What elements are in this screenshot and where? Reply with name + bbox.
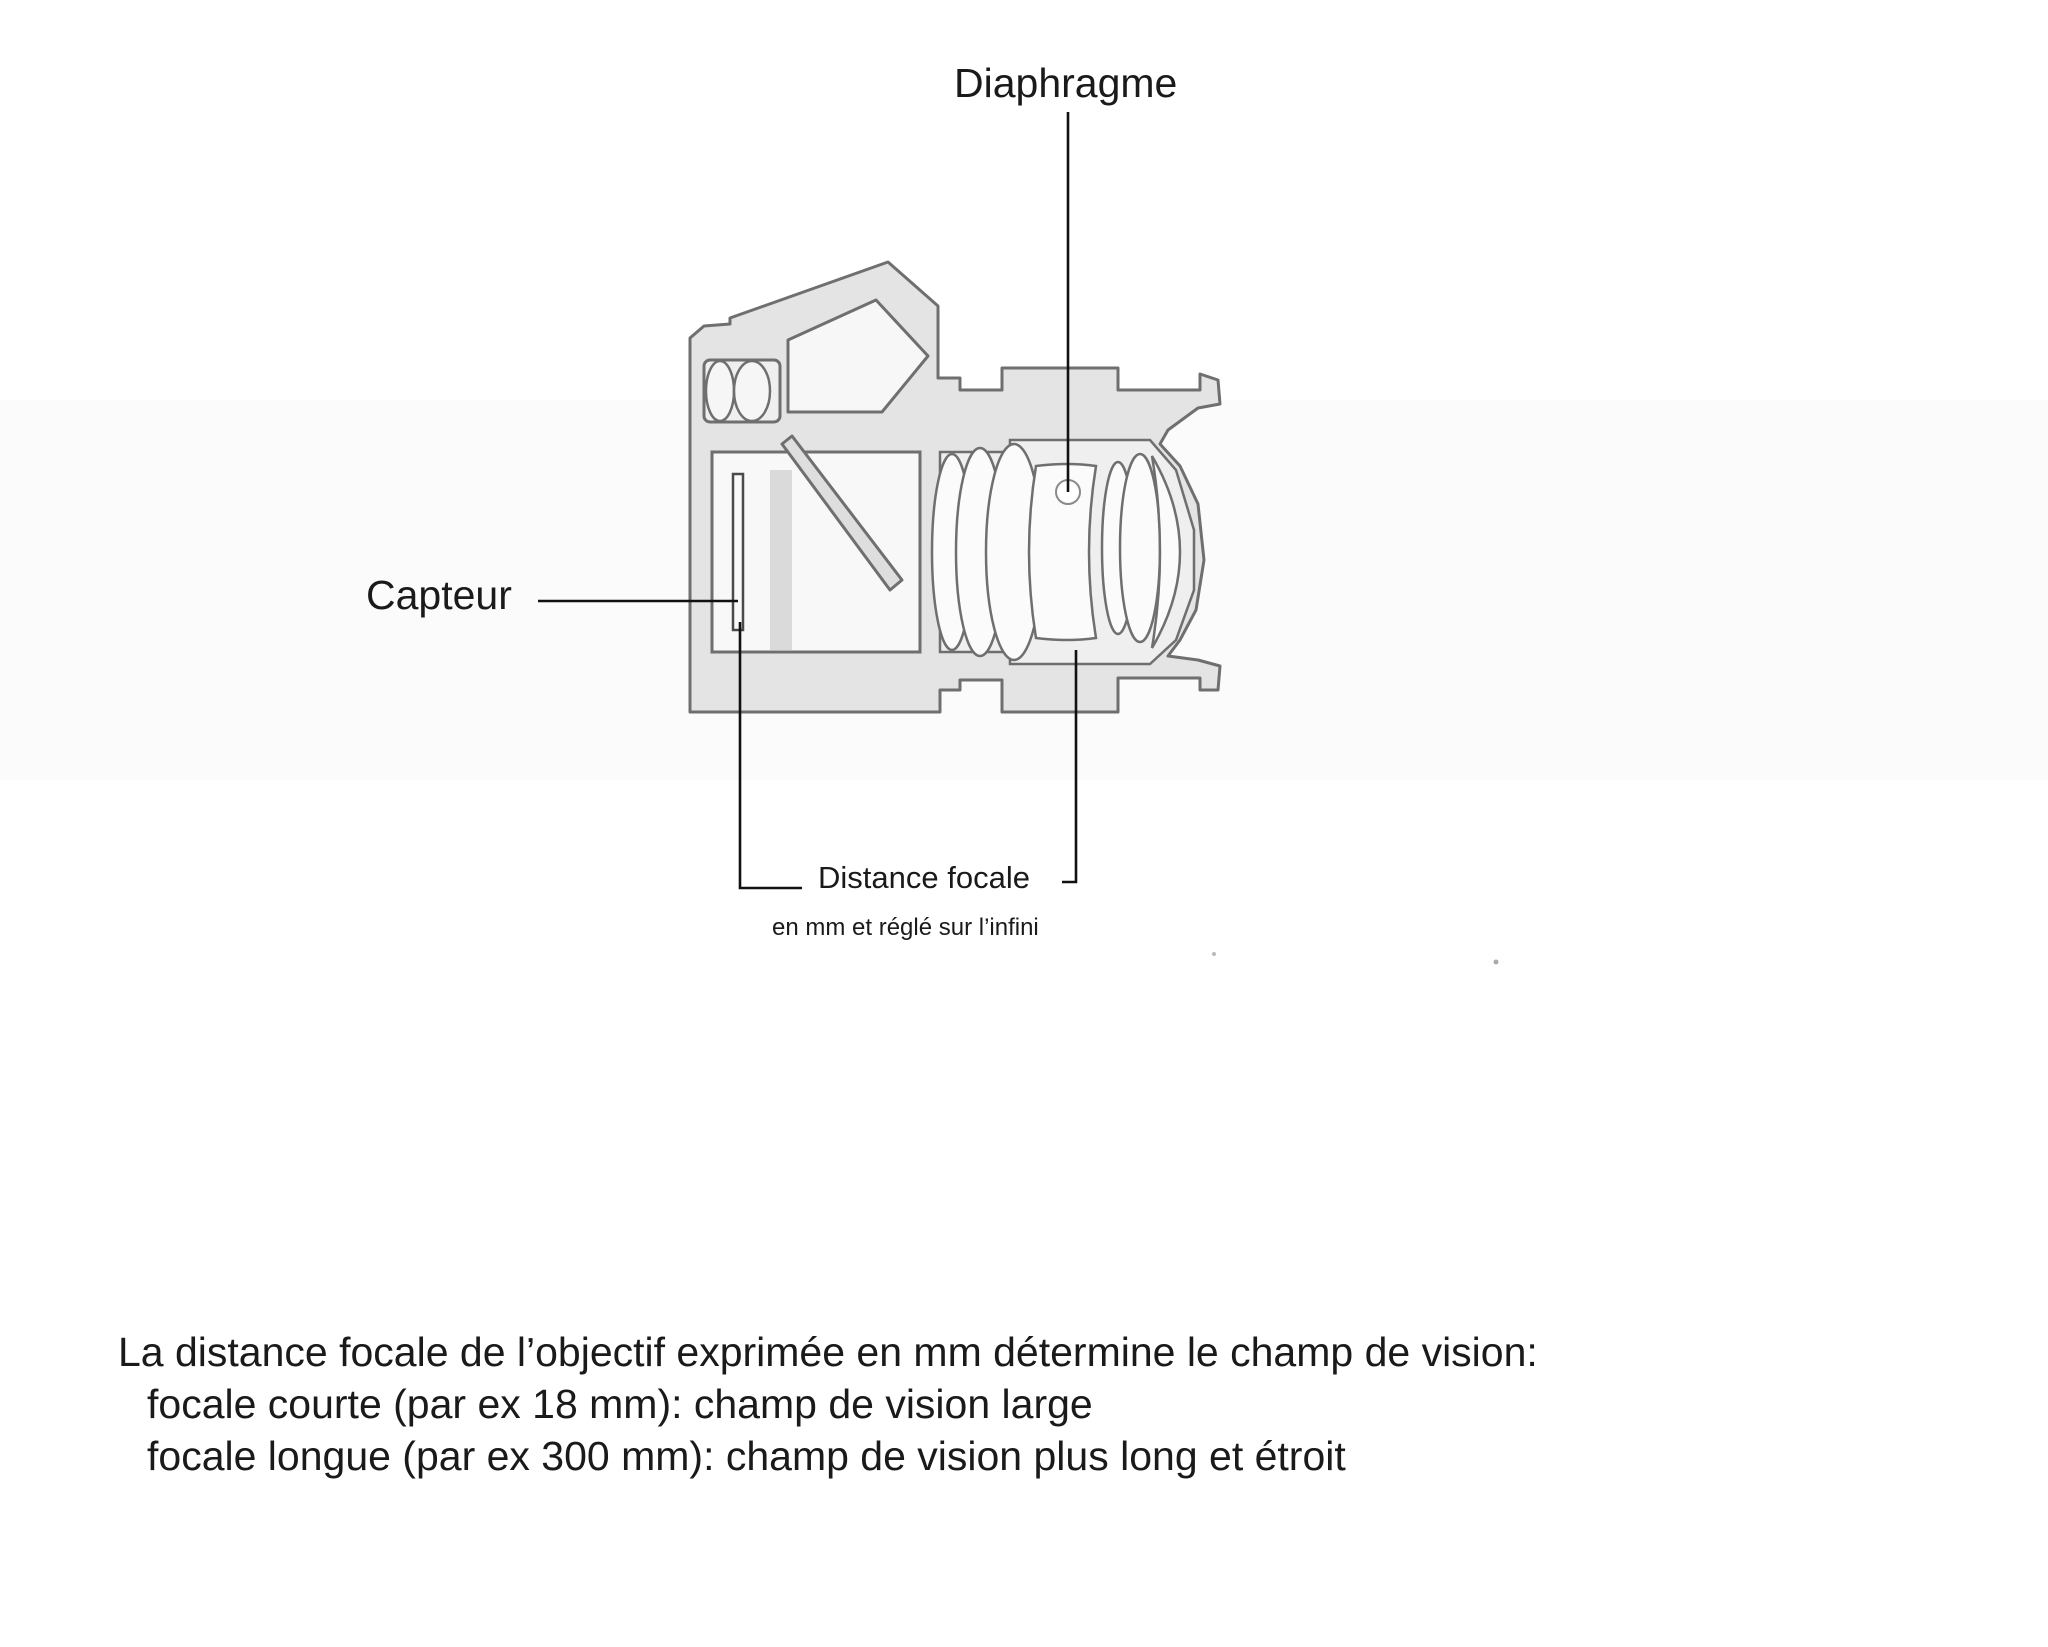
mirror-chamber [710,450,922,654]
caption-line-3: focale longue (par ex 300 mm): champ de … [147,1433,1346,1479]
caption-line-1: La distance focale de l’objectif exprimé… [118,1329,1538,1375]
capteur-label: Capteur [366,572,512,618]
focale-right-leader-line [1062,650,1078,884]
leader-lines [538,112,1078,890]
focale-left-leader-line [738,622,802,890]
lens-element-4 [1027,462,1098,642]
speck [1212,952,1216,956]
lens-elements [930,442,1182,662]
distance-focale-note: en mm et réglé sur l’infini [772,914,1039,941]
diaphragme-label: Diaphragme [954,60,1178,106]
shutter-curtain [770,470,792,650]
lens-element-front [1150,455,1182,649]
viewfinder-eyepiece [702,358,782,424]
caption-text: La distance focale de l’objectif exprimé… [118,1326,1538,1482]
speck [1493,959,1499,965]
reflex-mirror [780,434,904,592]
distance-focale-label: Distance focale [818,860,1030,895]
lens-element-6 [1118,452,1162,644]
caption-line-2: focale courte (par ex 18 mm): champ de v… [147,1381,1093,1427]
pentaprism [786,298,930,414]
sensor-plane [731,472,745,632]
